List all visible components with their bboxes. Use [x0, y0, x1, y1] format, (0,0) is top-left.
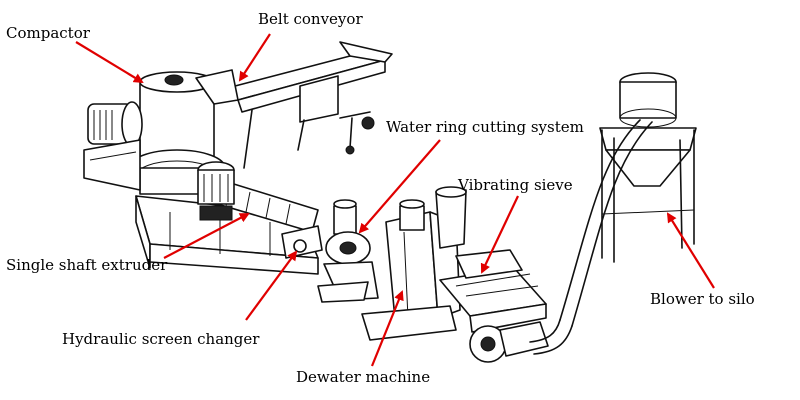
dewater-drawing	[361, 186, 467, 341]
arrow-compactor	[75, 41, 144, 84]
arrow-dewater	[370, 290, 404, 367]
silo-drawing	[529, 72, 697, 355]
label-blower-to-silo: Blower to silo	[650, 290, 755, 308]
label-dewater-machine: Dewater machine	[296, 368, 430, 386]
callout-arrows	[75, 33, 715, 367]
arrow-water-ring	[358, 139, 441, 234]
water-ring-drawing	[317, 199, 379, 303]
label-vibrating-sieve: Vibrating sieve	[457, 176, 573, 194]
arrow-vibrating-sieve	[480, 195, 519, 274]
label-hydraulic-screen-changer: Hydraulic screen changer	[62, 330, 260, 348]
extruder-drawing	[135, 161, 323, 275]
label-compactor: Compactor	[6, 24, 91, 42]
label-water-ring: Water ring cutting system	[386, 118, 584, 136]
belt-conveyor-drawing	[211, 41, 393, 169]
label-single-shaft-extruder: Single shaft extruder	[6, 256, 168, 274]
arrow-belt-conveyor	[238, 33, 271, 82]
arrow-extruder	[163, 213, 250, 259]
vibrating-sieve-drawing	[439, 249, 549, 363]
arrow-blower-to-silo	[666, 212, 715, 289]
arrow-screen-changer	[245, 250, 298, 321]
label-belt-conveyor: Belt conveyor	[258, 10, 363, 28]
